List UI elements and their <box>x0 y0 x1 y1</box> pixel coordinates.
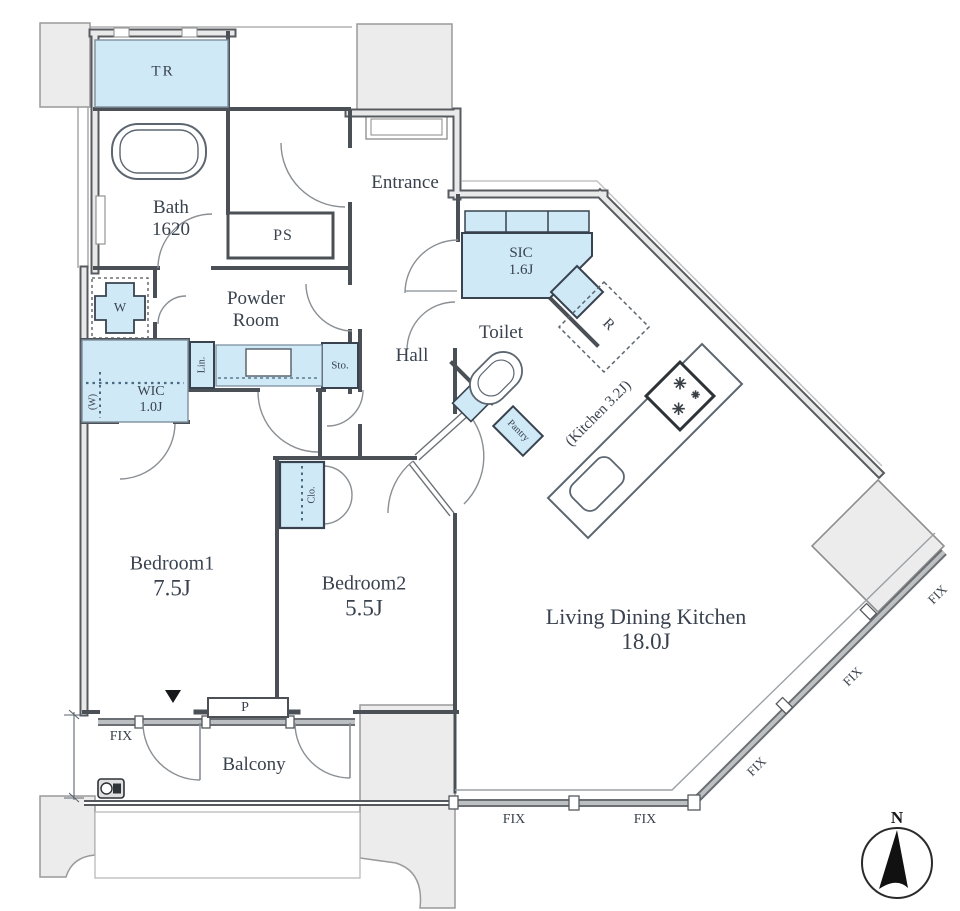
room-label-ldk: Living Dining Kitchen 18.0J <box>545 604 747 655</box>
refrigerator-space <box>557 280 651 374</box>
hall-partitions <box>408 409 470 517</box>
storage-and-wet-areas <box>81 27 605 530</box>
door-arcs <box>119 142 485 781</box>
pipe-space-box <box>207 697 289 718</box>
floor-lines <box>405 290 936 791</box>
room-label-bedroom2: Bedroom2 5.5J <box>321 572 407 621</box>
room-label-wic: WIC 1.0J <box>137 383 165 415</box>
dimension-lines <box>64 709 84 803</box>
room-label-toilet: Toilet <box>478 322 524 344</box>
bathtub <box>95 123 207 245</box>
room-label-hall: Hall <box>395 345 429 367</box>
room-label-bath: Bath 1620 <box>152 197 190 240</box>
label-closet: Clo. <box>306 486 318 504</box>
label-fix-window-bottom-2: FIX <box>633 811 657 827</box>
toilet-bowl <box>469 351 523 405</box>
room-label-ps: PS <box>273 226 293 244</box>
label-fix-window-bottom-1: FIX <box>502 811 526 827</box>
kitchen-counter <box>546 342 744 540</box>
hose-bib <box>97 778 125 799</box>
label-washer-alt: (W) <box>87 393 99 411</box>
window-bands <box>84 549 947 811</box>
label-linen: Lin. <box>196 356 208 374</box>
entry-direction-marker <box>165 690 181 703</box>
room-label-balcony: Balcony <box>222 754 286 776</box>
room-label-bedroom1: Bedroom1 7.5J <box>129 552 215 601</box>
room-label-tr: TR <box>151 63 175 80</box>
label-fix-window-balcony: FIX <box>109 728 133 744</box>
exterior-structure-blocks <box>39 22 946 909</box>
compass <box>861 827 933 899</box>
room-label-sic: SIC 1.6J <box>508 244 534 278</box>
label-storage: Sto. <box>331 359 349 372</box>
label-pipe-space: P <box>241 699 249 715</box>
stove <box>643 359 717 433</box>
room-label-powder-room: Powder Room <box>226 288 286 331</box>
label-washer: W <box>113 299 127 315</box>
pipe-shaft-box <box>226 211 335 260</box>
compass-north-label: N <box>890 808 904 828</box>
room-label-entrance: Entrance <box>371 172 439 194</box>
